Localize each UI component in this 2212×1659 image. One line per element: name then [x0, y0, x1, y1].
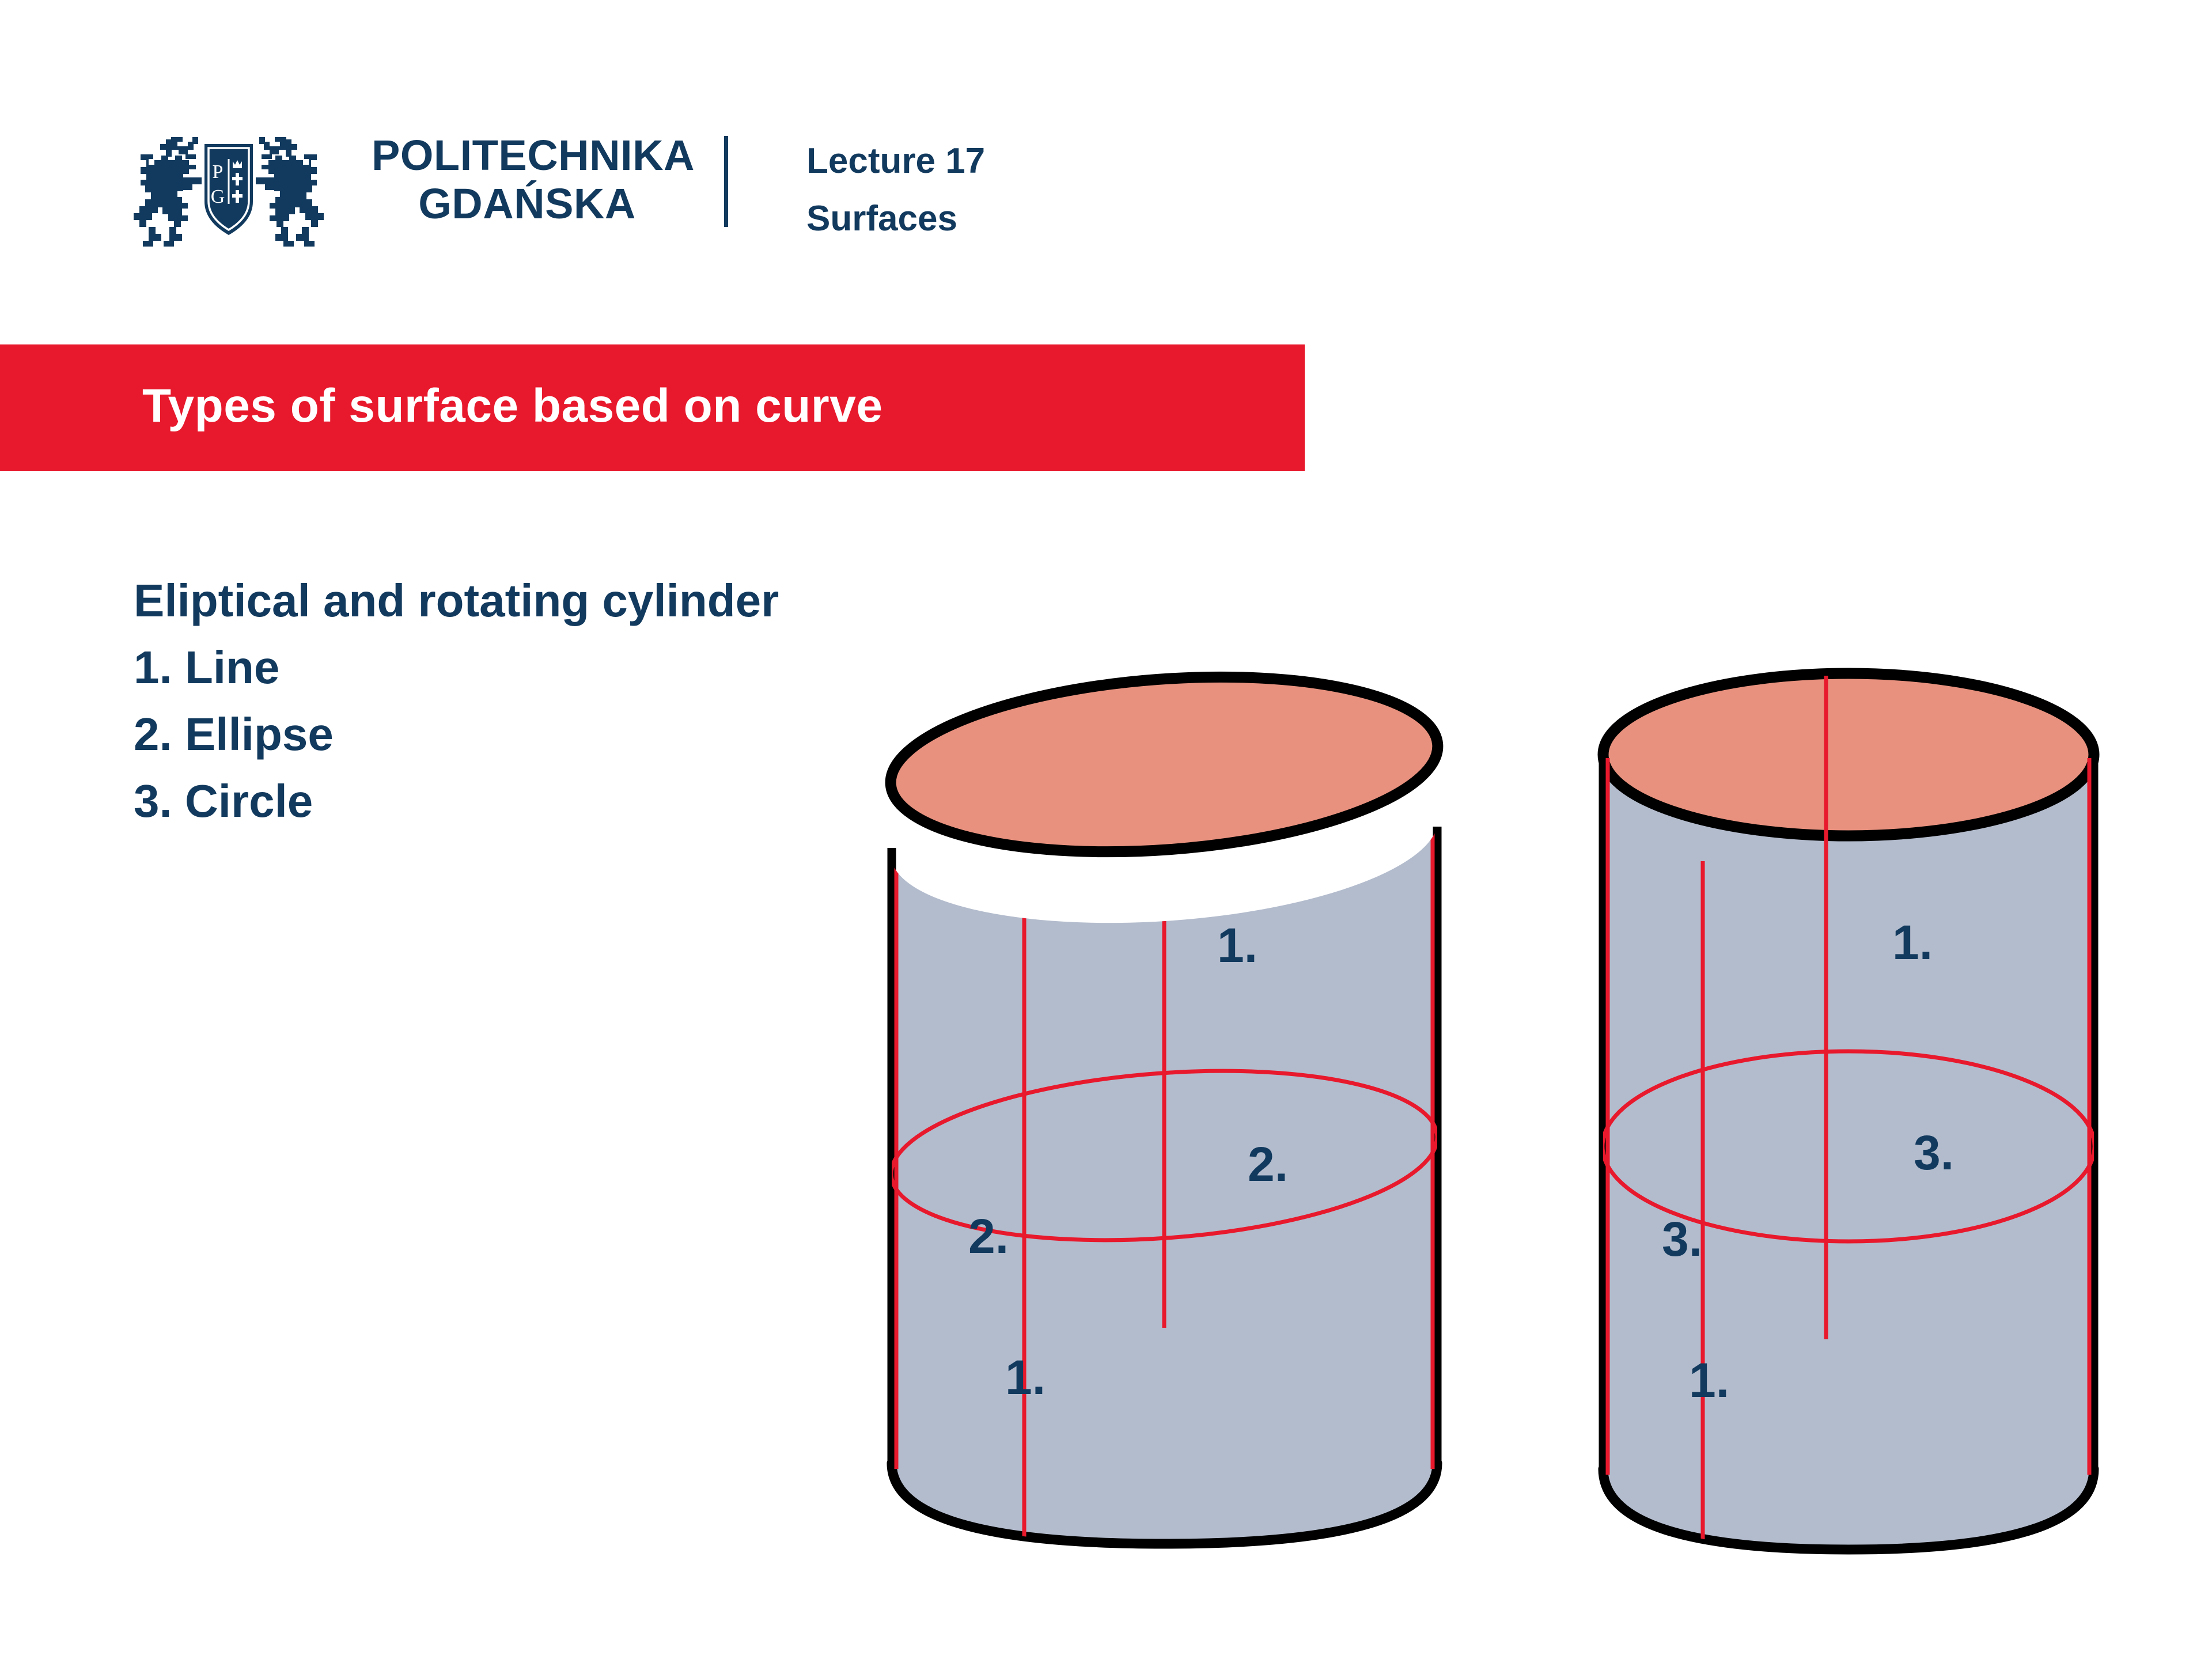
- list-item-1: 1. Line: [134, 642, 280, 693]
- rotating-cylinder-top-face: [1597, 668, 2100, 842]
- list-item-2: 2. Ellipse: [134, 709, 334, 760]
- body-text-block: Eliptical and rotating cylinder 1. Line …: [134, 567, 779, 835]
- vertical-divider: [724, 136, 728, 227]
- cross-section-circle: [1603, 1049, 2094, 1244]
- university-wordmark: POLITECHNIKA GDAŃSKA: [372, 131, 695, 228]
- label-left-lower: 1.: [1005, 1350, 1046, 1404]
- rotating-cylinder: 1. 3. 3. 1.: [1597, 668, 2100, 1555]
- page-title: Types of surface based on curve: [142, 380, 883, 432]
- rotating-cylinder-side: [1603, 674, 2094, 1550]
- svg-text:G: G: [211, 186, 225, 207]
- eliptical-cylinder-top-face: [885, 671, 1444, 858]
- lecture-info: Lecture 17 Surfaces: [806, 132, 985, 248]
- label-left-upper-right: 1.: [1217, 918, 1257, 972]
- crown-icon: [233, 160, 242, 168]
- label-right-lower: 1.: [1689, 1353, 1729, 1407]
- lion-right-icon: [256, 137, 324, 247]
- title-banner: [0, 344, 1305, 471]
- lecture-number: Lecture 17: [806, 141, 986, 181]
- slide-header: P G POLITECHNIKA: [0, 0, 2212, 323]
- label-right-upper-right: 1.: [1892, 915, 1933, 969]
- cross-icon-upper: [232, 173, 243, 185]
- rotating-cylinder-construction-lines: [1603, 676, 2094, 1550]
- label-right-middle-left: 3.: [1662, 1212, 1702, 1266]
- rotating-cylinder-bottom-edge: [1598, 1464, 2099, 1555]
- gdansk-tech-crest-logo: P G: [128, 124, 329, 256]
- svg-text:P: P: [213, 161, 224, 183]
- list-item-3: 3. Circle: [134, 775, 313, 827]
- lion-left-icon: [134, 137, 202, 247]
- label-right-middle-right: 3.: [1914, 1126, 1954, 1180]
- wordmark-line-1: POLITECHNIKA: [372, 131, 695, 179]
- label-left-middle-right: 2.: [1248, 1137, 1288, 1191]
- cylinder-figure: 1. 2. 2. 1.: [853, 645, 2149, 1578]
- lecture-topic: Surfaces: [806, 199, 957, 238]
- eliptical-cylinder: 1. 2. 2. 1.: [885, 671, 1444, 1549]
- wordmark-line-2: GDAŃSKA: [418, 180, 636, 228]
- body-heading: Eliptical and rotating cylinder: [134, 575, 779, 626]
- eliptical-cylinder-bottom-edge: [887, 1458, 1442, 1549]
- shield-icon: P G: [204, 144, 253, 235]
- label-left-middle-left: 2.: [968, 1209, 1009, 1263]
- cross-icon-lower: [232, 190, 243, 203]
